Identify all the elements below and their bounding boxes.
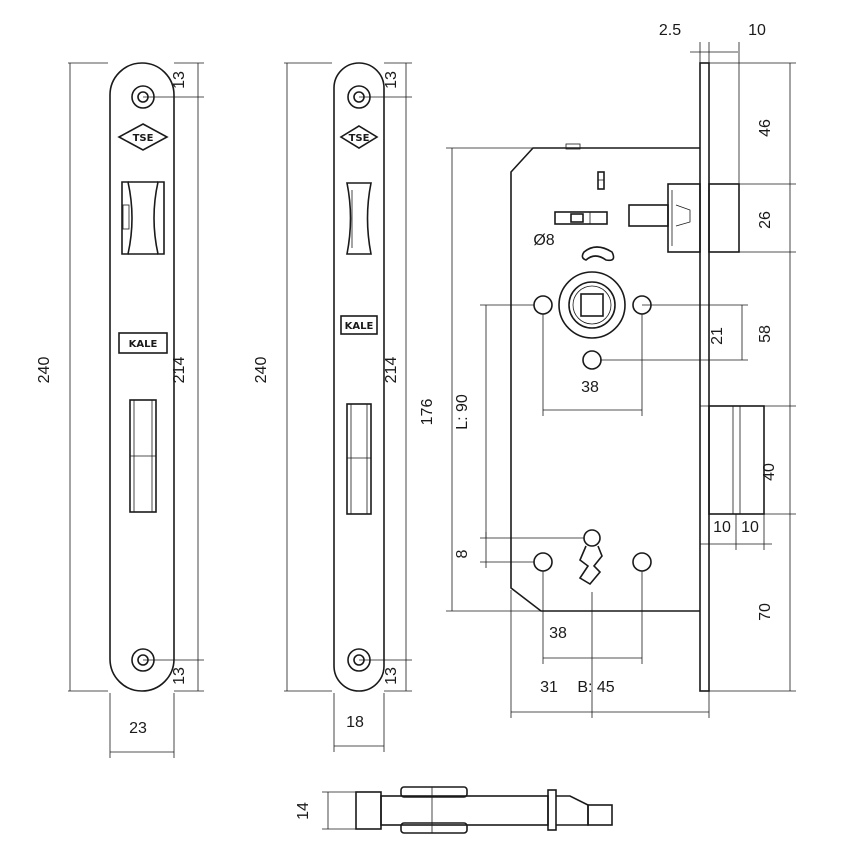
dim-right-stack: 46 26 58 40 70 — [700, 62, 796, 692]
dim-hole-spacing-narrow: 13 214 13 — [359, 62, 412, 692]
latch-opening — [346, 182, 372, 255]
side-view: 14 — [295, 786, 613, 834]
lock-body: 2.5 10 46 26 58 40 70 21 Ø8 — [419, 22, 796, 718]
dim-label: 176 — [419, 399, 436, 426]
dim-side-thickness: 14 — [295, 791, 356, 830]
dim-label: 240 — [36, 357, 53, 384]
dim-height-wide: 240 — [36, 62, 108, 692]
kale-logo-text: KALE — [345, 321, 374, 332]
dim-label: L: 90 — [454, 394, 471, 430]
kale-logo-icon: KALE — [118, 332, 168, 354]
dim-label: 10 — [748, 22, 766, 39]
dim-label: 10 — [741, 519, 759, 536]
dim-rose-spacing-bottom: 38 — [542, 571, 643, 664]
faceplate-wide-outline — [109, 62, 175, 692]
hook-spring — [581, 246, 615, 262]
dim-label: 26 — [757, 211, 774, 229]
side-view-forend — [355, 791, 382, 830]
dim-label: B: 45 — [577, 679, 614, 696]
dim-label: 2.5 — [659, 22, 681, 39]
dim-selector: Ø8 — [533, 232, 554, 249]
dim-label: 214 — [383, 357, 400, 384]
selector-switch — [554, 211, 608, 225]
dim-label: 18 — [346, 714, 364, 731]
dim-keyhole-offset: 8 — [454, 532, 534, 568]
dim-label: 13 — [171, 667, 188, 685]
dim-width-narrow: 18 — [333, 693, 385, 752]
dead-bolt — [708, 405, 765, 515]
bolt-opening — [129, 399, 157, 513]
dim-front-thickness: 2.5 10 — [659, 22, 766, 184]
dim-label: 13 — [171, 71, 188, 89]
dim-label: 70 — [757, 603, 774, 621]
dim-label: 8 — [454, 549, 471, 558]
dim-label: 58 — [757, 325, 774, 343]
dim-width-wide: 23 — [109, 693, 175, 758]
rose-hole-left-icon — [533, 295, 553, 315]
dim-hole-spacing-wide: 13 214 13 — [143, 62, 204, 692]
faceplate-narrow-outline — [333, 62, 385, 692]
tse-logo-icon: TSE — [339, 125, 379, 149]
cylinder-hole-right-icon — [632, 552, 652, 572]
latch-bolt — [628, 183, 740, 253]
dim-label: Ø8 — [533, 232, 554, 249]
faceplate-narrow: TSE KALE 240 13 214 — [253, 62, 412, 752]
spindle-follower — [558, 271, 626, 339]
tse-logo-text: TSE — [133, 133, 154, 144]
kale-logo-text: KALE — [129, 339, 158, 350]
dim-label: 38 — [549, 625, 567, 642]
dim-rose-spacing-top: 38 — [542, 314, 643, 416]
side-view-body — [380, 795, 549, 826]
dim-label: 31 — [540, 679, 558, 696]
dim-label: 13 — [383, 71, 400, 89]
lock-forend — [699, 62, 710, 692]
faceplate-wide: TSE KALE 240 — [36, 62, 204, 758]
dim-label: 21 — [709, 327, 726, 345]
dim-label: 40 — [761, 463, 778, 481]
dim-label: 214 — [171, 357, 188, 384]
dim-body-height: 176 — [419, 147, 541, 612]
indicator-slot — [597, 171, 605, 190]
dim-label: 46 — [757, 119, 774, 137]
cylinder-hole-left-icon — [533, 552, 553, 572]
dim-backset: 31 B: 45 — [510, 590, 710, 718]
dim-label: 10 — [713, 519, 731, 536]
dim-spindle-offset: 21 — [600, 304, 748, 361]
latch-opening — [121, 181, 165, 255]
tse-logo-icon: TSE — [117, 123, 169, 151]
lock-case-outline — [510, 147, 700, 612]
dim-label: 38 — [581, 379, 599, 396]
dim-label: 23 — [129, 720, 147, 737]
mount-hole-icon — [582, 350, 602, 370]
dim-height-narrow: 240 — [253, 62, 332, 692]
bolt-opening — [346, 403, 372, 515]
dim-label: 14 — [295, 802, 312, 820]
kale-logo-icon: KALE — [340, 315, 378, 335]
tse-logo-text: TSE — [349, 133, 370, 144]
dim-label: 13 — [383, 667, 400, 685]
dim-label: 240 — [253, 357, 270, 384]
dim-center-distance: L: 90 — [454, 304, 584, 539]
dim-bolt-widths: 10 10 — [700, 514, 772, 550]
